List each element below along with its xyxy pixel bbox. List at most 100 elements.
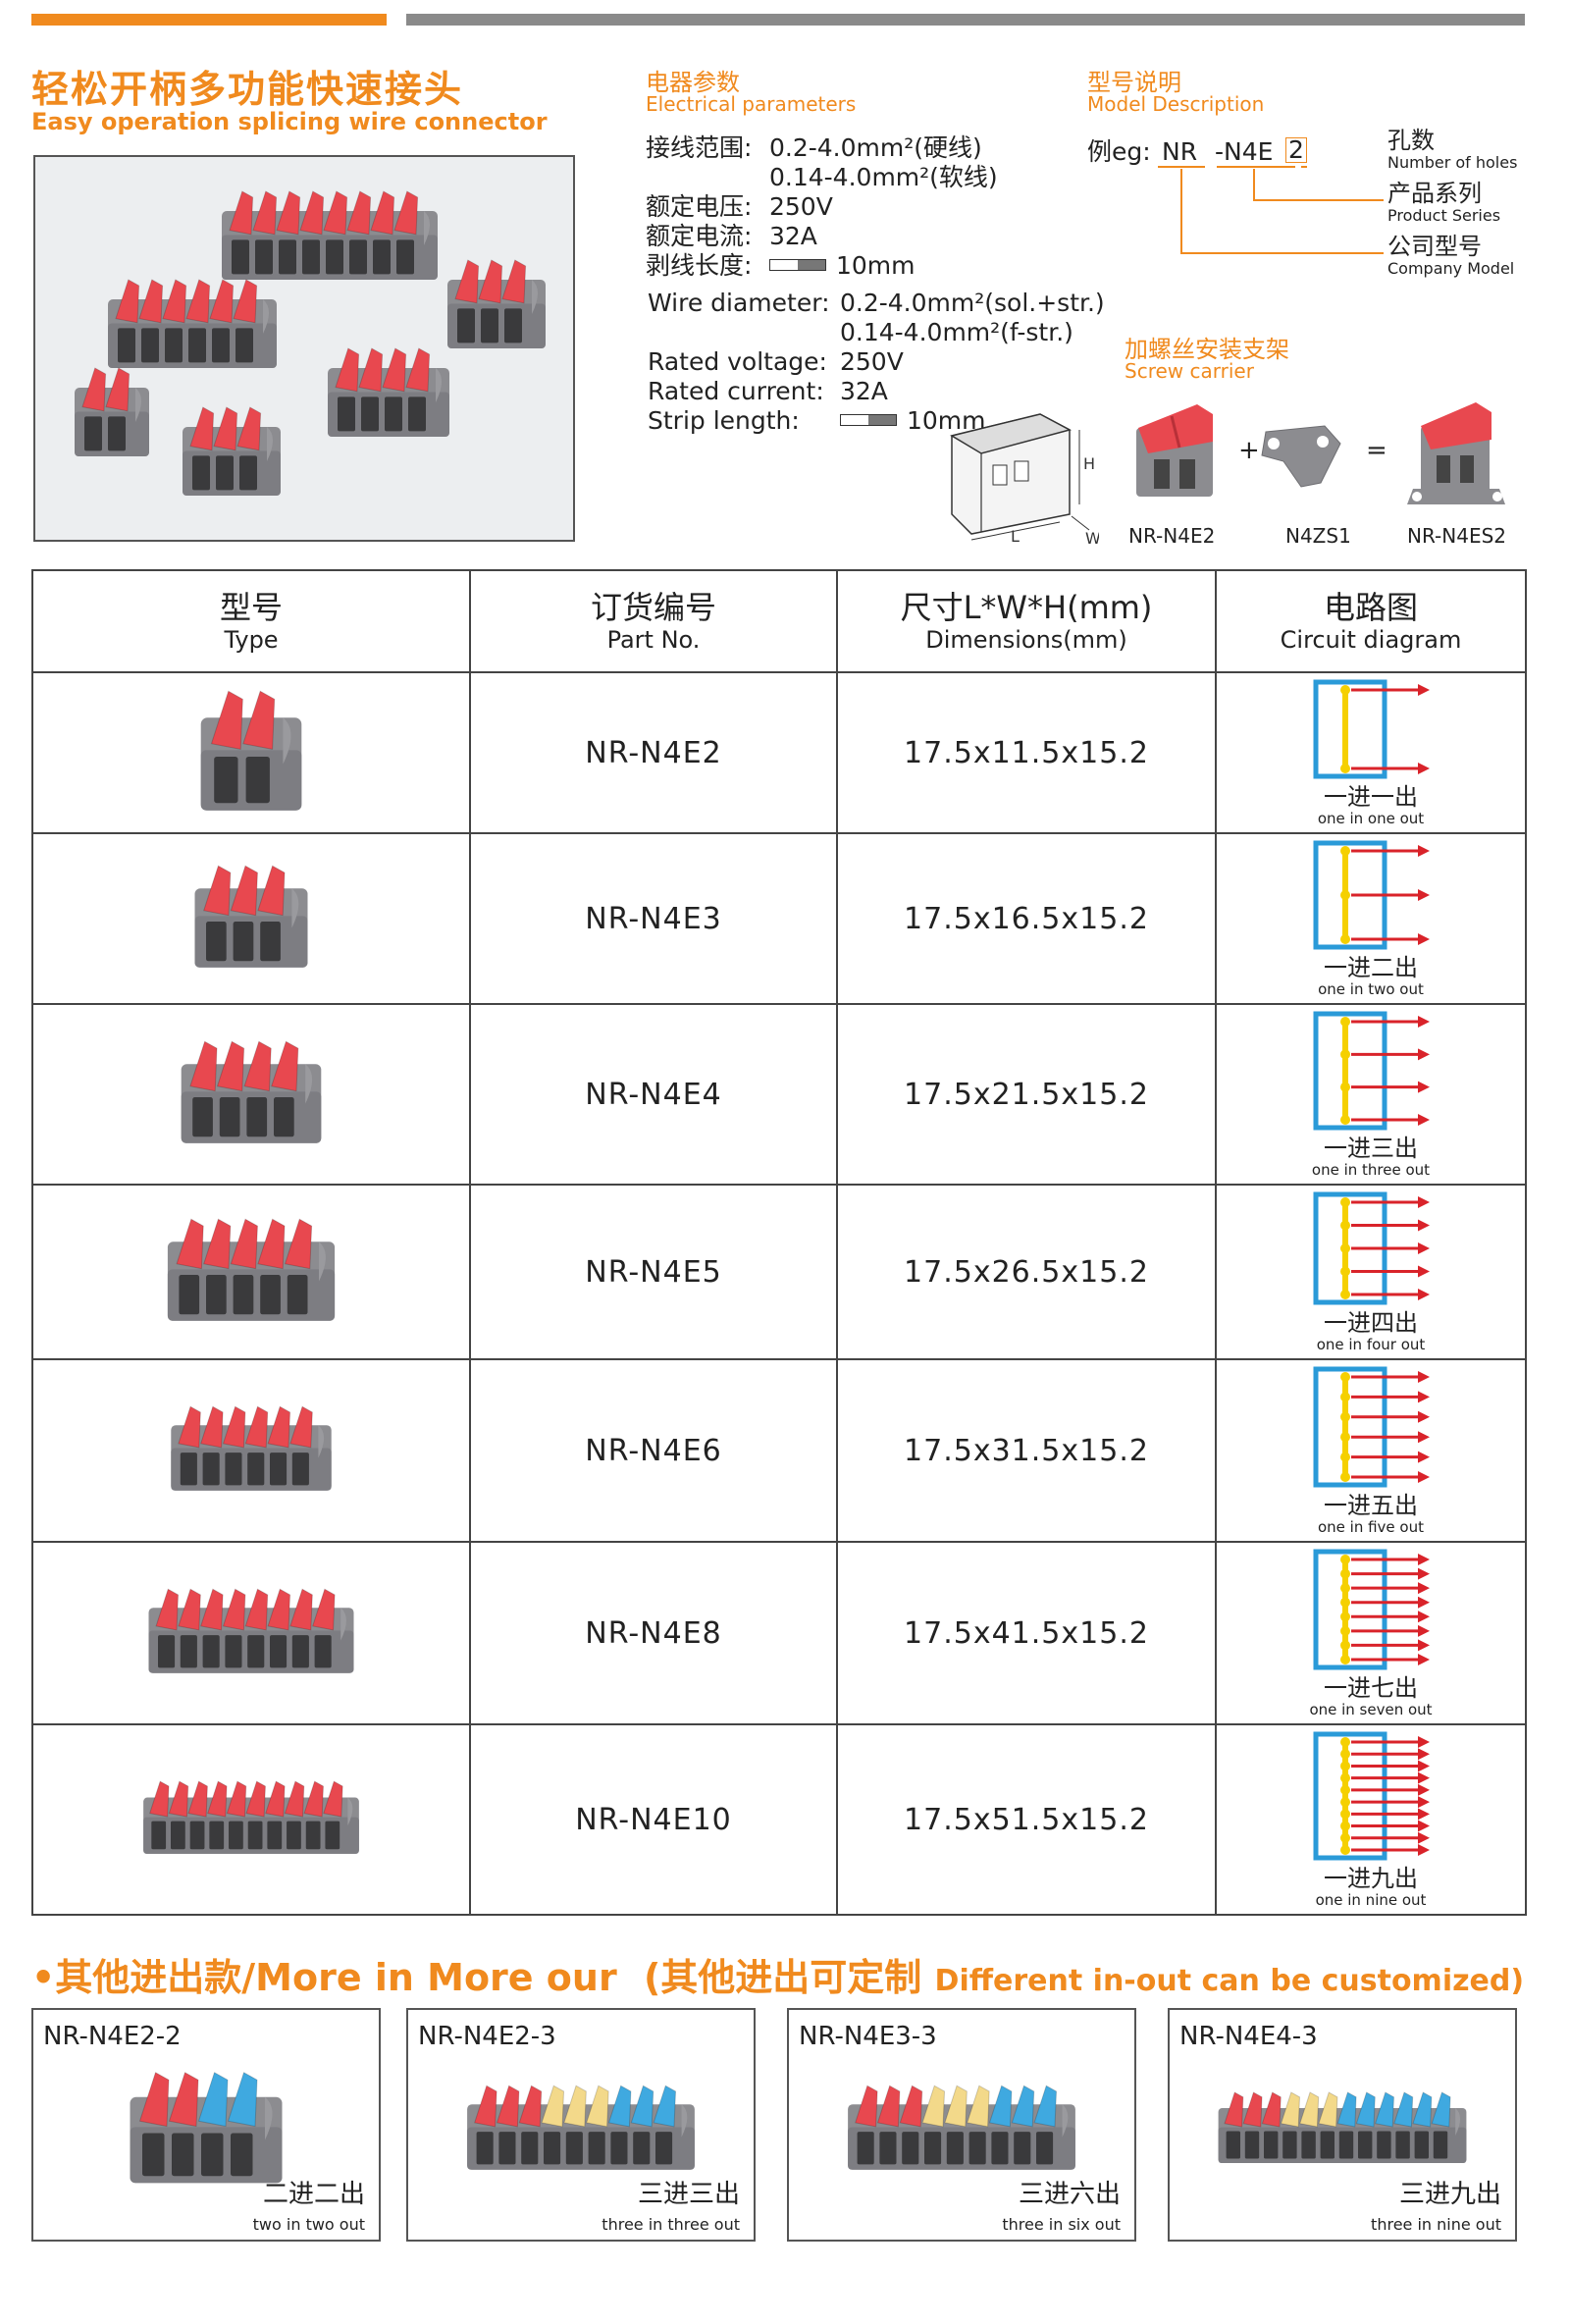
param-en-label: Rated current: [648,377,824,405]
screw-title-en: Screw carrier [1125,359,1254,383]
param-en-label: Strip length: [648,406,800,435]
page-title-en: Easy operation splicing wire connector [31,108,548,135]
param-en-row: Strip length:10mm [648,406,1105,436]
dimensions: 17.5x51.5x15.2 [836,1723,1217,1916]
model-legend-series: 产品系列 Product Series [1387,181,1500,225]
type-cell [31,1541,471,1725]
param-en-value: 0.2-4.0mm²(sol.+str.) [840,289,1105,317]
param-cn-value: 0.2-4.0mm²(硬线) [769,133,982,162]
connector-icon [222,190,438,280]
part-number: NR-N4E10 [469,1723,838,1916]
variant-label-en: two in two out [252,2215,365,2234]
param-en-value: 32A [840,377,888,405]
circuit-diagram [1313,1731,1430,1861]
variant-label-cn: 二进二出 [262,2180,365,2209]
model-part-company: NR [1162,137,1198,166]
param-en-value: 0.14-4.0mm²(f-str.) [840,318,1073,346]
param-cn-row: 额定电流:32A [646,222,998,251]
type-cell [31,1358,471,1543]
type-cell [31,832,471,1005]
model-example-label: 例eg: [1087,137,1151,166]
product-photo [33,155,575,542]
screw-item-3: NR-N4ES2 [1407,524,1507,548]
legend-series-cn: 产品系列 [1387,180,1482,207]
screw-plus: + [1238,436,1260,465]
circuit-label-en: one in one out [1317,810,1425,827]
circuit-label-en: one in five out [1317,1518,1424,1536]
param-en-row: Wire diameter: 0.2-4.0mm²(sol.+str.) [648,289,1105,318]
wire-strip-icon [769,259,826,271]
screw-title-cn: 加螺丝安装支架 [1125,336,1289,363]
param-cn-label: 额定电流: [646,222,753,250]
legend-company-cn: 公司型号 [1387,233,1482,260]
circuit-label-cn: 一进五出 [1324,1492,1418,1519]
top-bar-gray [406,14,1525,26]
circuit-diagram [1313,1011,1430,1131]
circuit-label-cn: 一进四出 [1324,1309,1418,1337]
legend-holes-en: Number of holes [1387,153,1518,172]
param-cn-row: 接线范围:0.2-4.0mm²(硬线) [646,133,998,163]
connector-icon [130,2072,283,2184]
part-number: NR-N4E3 [469,832,838,1005]
circuit-label-en: one in three out [1311,1161,1431,1179]
param-cn-row: 剥线长度:10mm [646,251,998,281]
electrical-params-cn: 接线范围:0.2-4.0mm²(硬线)0.14-4.0mm²(软线)额定电压:2… [646,133,998,281]
variant-part-number: NR-N4E4-3 [1179,2022,1318,2051]
dimensions: 17.5x41.5x15.2 [836,1541,1217,1725]
more-title: •其他进出款/More in More our (其他进出可定制 Differe… [31,1947,1524,2001]
circuit-label-en: one in seven out [1309,1701,1433,1718]
part-number: NR-N4E2 [469,671,838,834]
more-title-b: (其他进出可定制 [643,1956,922,1999]
dimensions: 17.5x31.5x15.2 [836,1358,1217,1543]
connector-icon [1218,2091,1467,2163]
variant-label-en: three in six out [1002,2215,1121,2234]
circuit-label-cn: 一进一出 [1324,783,1418,811]
connector-icon [143,1780,359,1854]
param-cn-label: 额定电压: [646,192,753,221]
connector-icon [148,1588,354,1673]
product-photo-illustration [35,157,573,540]
electrical-title-en: Electrical parameters [646,92,857,116]
variant-label-en: three in three out [602,2215,740,2234]
dimensions: 17.5x11.5x15.2 [836,671,1217,834]
part-number: NR-N4E5 [469,1184,838,1360]
type-cell [31,1184,471,1360]
type-cell [31,671,471,834]
electrical-title-cn: 电器参数 [646,69,740,96]
variant-label-cn: 三进六出 [1018,2180,1121,2209]
circuit-diagram [1313,840,1430,950]
model-legend-company: 公司型号 Company Model [1387,234,1514,278]
connector-icon [447,259,546,348]
model-title-en: Model Description [1087,92,1265,116]
dim-label-w: W [1085,529,1099,544]
page-title-cn: 轻松开柄多功能快速接头 [31,68,464,111]
connector-icon [467,2085,695,2170]
screw-equals: = [1366,436,1387,465]
param-en-label: Wire diameter: [648,289,830,317]
top-bar-orange [31,14,387,26]
dimension-drawing: H L W [950,413,1099,544]
variant-label-cn: 三进九出 [1398,2180,1501,2209]
legend-series-en: Product Series [1387,206,1501,225]
screw-item-1: NR-N4E2 [1128,524,1216,548]
dimensions: 17.5x21.5x15.2 [836,1003,1217,1186]
variant-label-cn: 三进三出 [637,2180,740,2209]
more-title-a: •其他进出款/More in More our [31,1956,617,1999]
legend-holes-cn: 孔数 [1387,127,1435,154]
connector-icon [848,2085,1075,2170]
